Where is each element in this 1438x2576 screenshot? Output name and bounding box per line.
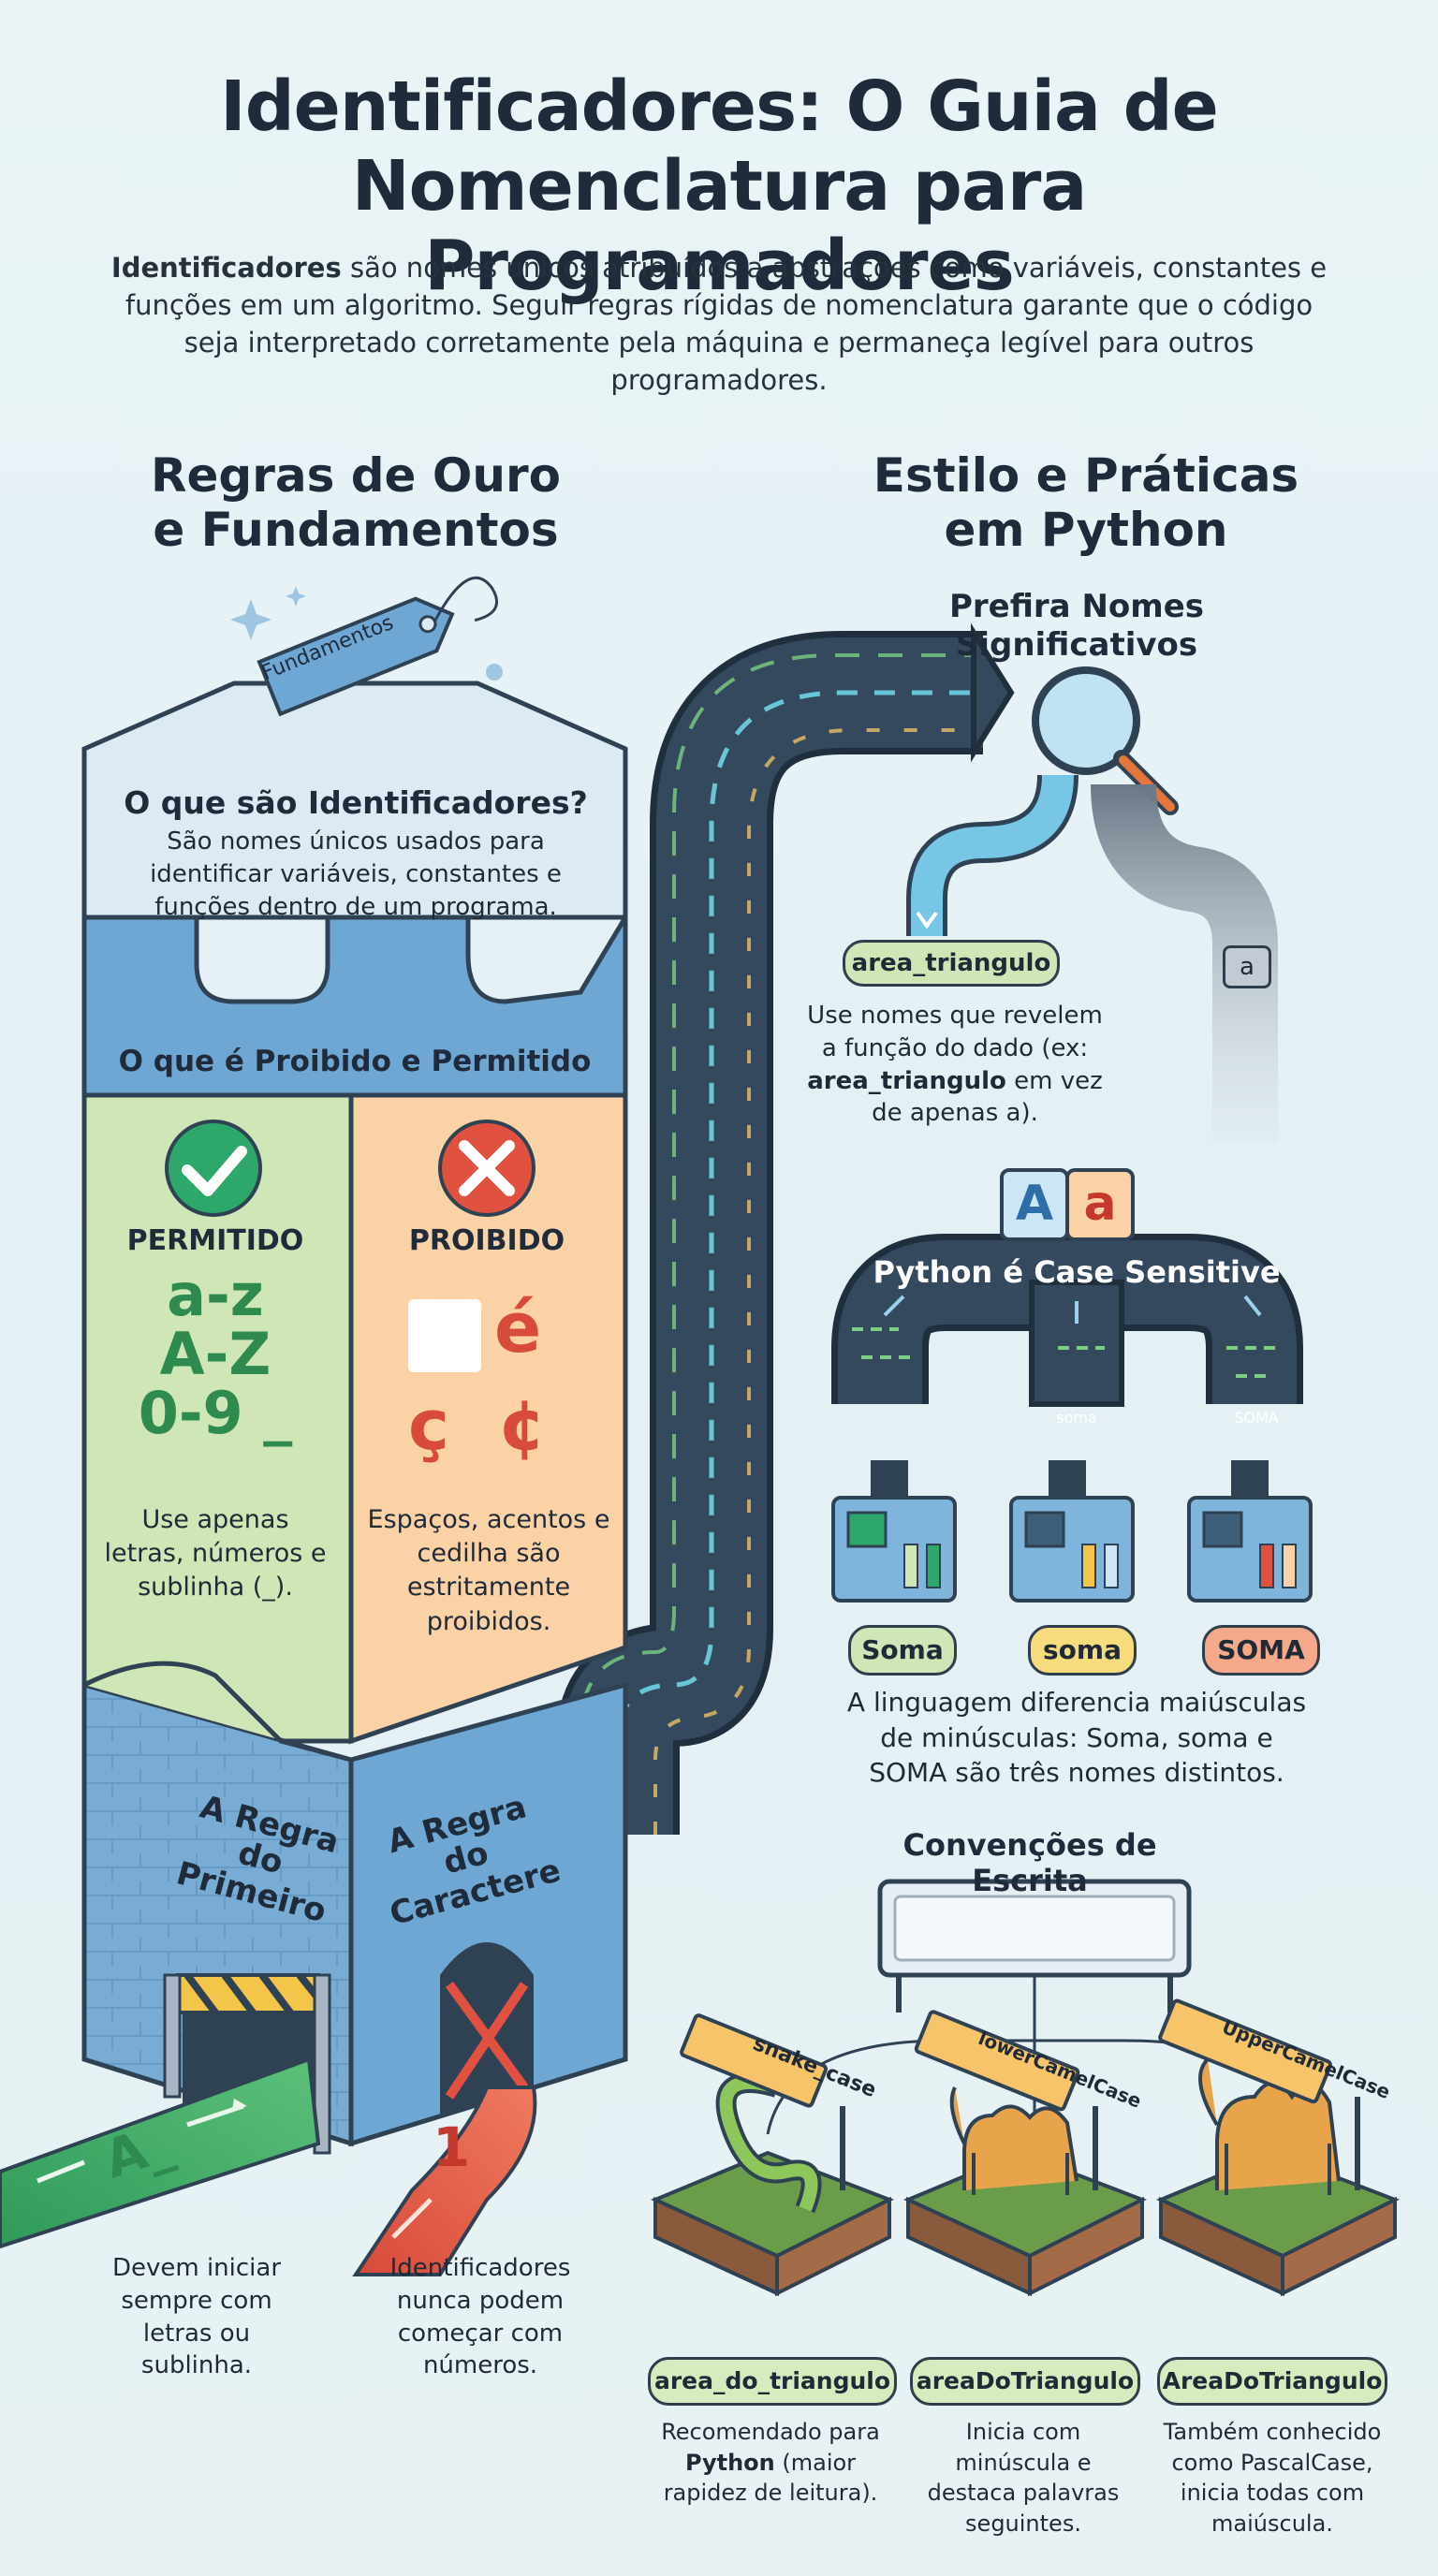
fundamentos-tag-icon xyxy=(257,576,498,717)
convention-tree xyxy=(766,1879,1313,2135)
planter-lower-camel xyxy=(903,2086,1147,2297)
meaningful-text: Use nomes que revelem a função do dado (… xyxy=(805,1000,1105,1130)
convention-example-lower-camel: areaDoTriangulo xyxy=(910,2357,1140,2406)
case-inner-soma: soma xyxy=(1056,1409,1097,1427)
right-section-title: Estilo e Práticas em Python xyxy=(824,448,1348,557)
lowercase-box xyxy=(1065,1168,1135,1241)
bad-name-badge: a xyxy=(1223,945,1271,988)
allowed-char-upper: A-Z xyxy=(159,1320,271,1389)
convention-desc-snake-2: (maior rapidez de leitura). xyxy=(663,2449,878,2507)
case-machines xyxy=(831,1460,1313,1603)
lowercase-letter: a xyxy=(1083,1176,1117,1232)
what-text: São nomes únicos usados para identificar… xyxy=(150,827,562,921)
convention-desc-upper-camel: Também conhecido como PascalCase, inicia… xyxy=(1163,2419,1382,2537)
conventions-title: Convenções de Escrita xyxy=(902,1827,1157,1899)
allowed-chars: a-z A-Z 0-9 _ xyxy=(103,1266,328,1443)
forbidden-text: Espaços, acentos e cedilha são estritame… xyxy=(367,1505,610,1636)
meaningful-text-1: Use nomes que revelem a função do dado (… xyxy=(807,1002,1103,1062)
x-icon xyxy=(438,1120,536,1217)
allowed-char-digits: 0-9 _ xyxy=(138,1379,293,1448)
allowed-label: PERMITIDO xyxy=(126,1224,304,1257)
convention-example-upper-camel: AreaDoTriangulo xyxy=(1157,2357,1387,2406)
intro-rest: são nomes únicos atribuídos a abstrações… xyxy=(125,252,1328,397)
intro-paragraph: Identificadores são nomes únicos atribuí… xyxy=(103,249,1335,399)
convention-desc-snake-bold: Python xyxy=(684,2449,775,2476)
forbidden-allowed-title: O que é Proibido e Permitido xyxy=(118,1045,592,1078)
left-section-title: Regras de Ouro e Fundamentos xyxy=(94,448,618,557)
case-sensitive-pipes xyxy=(831,1234,1303,1407)
left-section-title-line-2: e Fundamentos xyxy=(153,502,559,557)
forbidden-char-e: é xyxy=(494,1288,542,1368)
convention-desc-snake-1: Recomendado para xyxy=(661,2419,880,2445)
green-caption: Devem iniciar sempre com letras ou subli… xyxy=(111,2254,282,2380)
allowed-char-lower: a-z xyxy=(167,1261,264,1329)
case-inner-soma-upper: SOMA xyxy=(1234,1409,1279,1427)
convention-desc-snake: Recomendado para Python (maior rapidez d… xyxy=(655,2417,886,2509)
case-title: Python é Case Sensitive xyxy=(873,1254,1281,1290)
case-name-soma-upper: SOMA xyxy=(1202,1625,1320,1676)
left-section-title-line-1: Regras de Ouro xyxy=(151,448,561,503)
code-road xyxy=(556,622,1015,1835)
intro-bold: Identificadores xyxy=(110,252,342,284)
uppercase-letter: A xyxy=(1015,1176,1054,1232)
title-line-1: Identificadores: O Guia de xyxy=(220,66,1219,147)
forbidden-char-cent: ¢ xyxy=(498,1385,547,1466)
what-title: O que são Identificadores? xyxy=(124,784,588,821)
red-caption: Identificadores nunca podem começar com … xyxy=(389,2254,571,2380)
good-name-badge: area_triangulo xyxy=(843,940,1060,987)
page-title: Identificadores: O Guia de Nomenclatura … xyxy=(56,66,1382,307)
planter-upper-camel xyxy=(1156,2057,1400,2297)
sparkle-icon xyxy=(230,586,503,681)
forbidden-label: PROIBIDO xyxy=(408,1224,565,1257)
check-icon xyxy=(165,1120,262,1217)
space-char-icon xyxy=(408,1299,481,1372)
meaningful-text-2: em vez de apenas a). xyxy=(872,1066,1103,1128)
red-path-label: 1 xyxy=(433,2115,471,2179)
forbidden-char-c: ç xyxy=(408,1385,449,1466)
right-section-title-line-1: Estilo e Práticas xyxy=(873,448,1299,503)
case-name-soma-title: Soma xyxy=(848,1625,957,1676)
title-line-2: Nomenclatura para Programadores xyxy=(351,146,1088,307)
planter-snake xyxy=(651,2072,894,2297)
meaningful-text-bold: area_triangulo xyxy=(807,1066,1006,1095)
magnifier-icon xyxy=(1032,666,1179,815)
case-name-soma-lower: soma xyxy=(1028,1625,1137,1676)
meaningful-title: Prefira Nomes Significativos xyxy=(948,588,1205,664)
case-text: A linguagem diferencia maiúsculas de min… xyxy=(846,1687,1307,1789)
allowed-text: Use apenas letras, números e sublinha (_… xyxy=(104,1505,327,1603)
convention-desc-lower-camel: Inicia com minúscula e destaca palavras … xyxy=(927,2419,1120,2537)
convention-example-snake: area_do_triangulo xyxy=(648,2357,897,2406)
rules-tower xyxy=(0,681,628,2276)
right-section-title-line-2: em Python xyxy=(944,502,1228,557)
